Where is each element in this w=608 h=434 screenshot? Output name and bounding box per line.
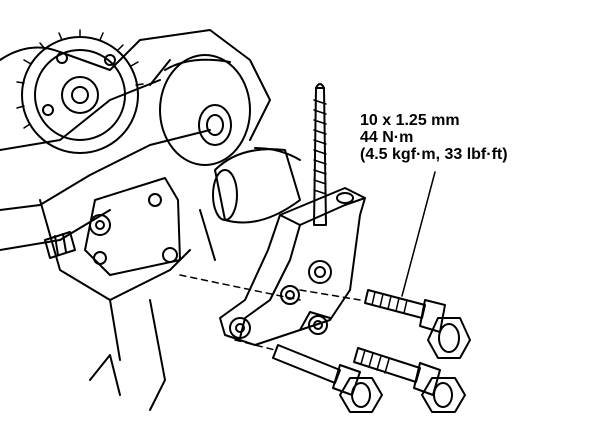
spec-torque-alt: (4.5 kgf·m, 33 lbf·ft) — [360, 146, 508, 163]
bolt-lower — [272, 344, 383, 413]
cam-sprocket — [16, 29, 144, 154]
idler-roller — [212, 147, 301, 224]
bolt-upper — [364, 289, 471, 359]
spec-size: 10 x 1.25 mm — [360, 112, 460, 129]
left-mount — [44, 177, 181, 276]
pulley — [149, 54, 251, 166]
spec-torque-metric: 44 N·m — [360, 129, 414, 146]
engine-block — [0, 29, 271, 411]
bracket — [219, 187, 366, 346]
leader-line — [401, 171, 436, 297]
bolt-middle — [353, 347, 466, 413]
stud — [313, 83, 327, 226]
